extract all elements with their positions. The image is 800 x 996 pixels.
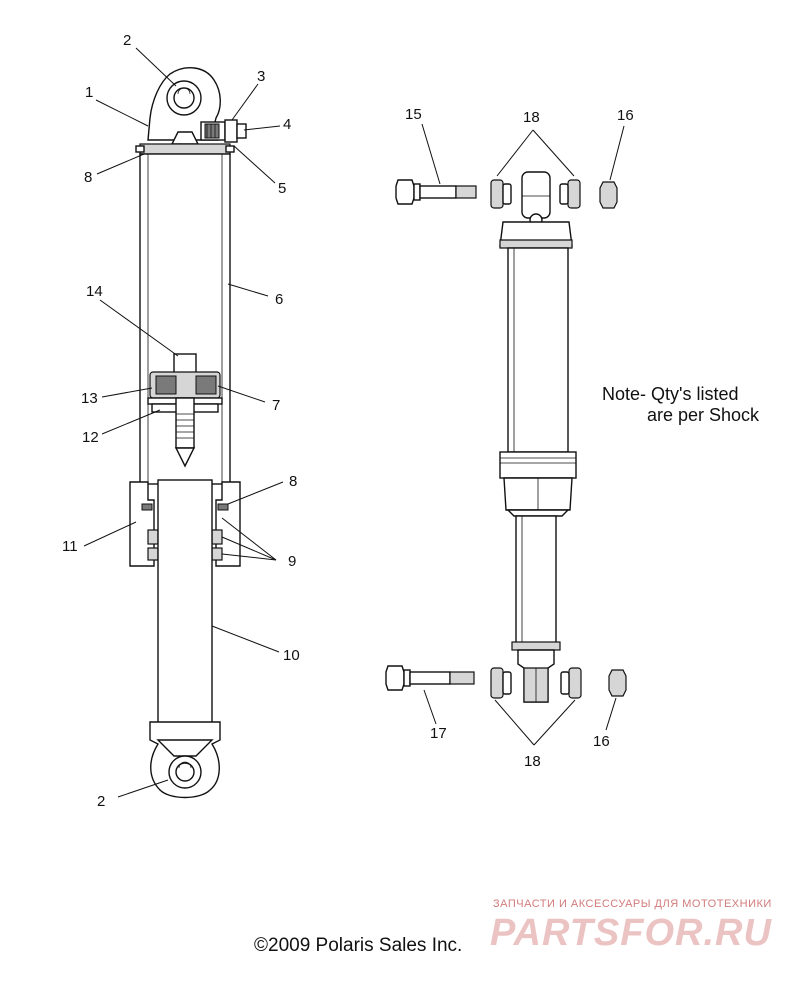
callout-15: 15 <box>405 106 422 123</box>
bumper <box>511 641 561 651</box>
bushing-upper-right <box>567 179 581 209</box>
callout-8-top: 8 <box>84 169 92 186</box>
callout-16-bottom: 16 <box>593 733 610 750</box>
external-shock <box>385 171 627 703</box>
shock-top-eye <box>499 171 573 249</box>
shock-body <box>507 247 569 453</box>
upper-bolt <box>395 179 477 205</box>
top-eye-mount <box>147 67 247 145</box>
callout-17: 17 <box>430 725 447 742</box>
note-line-1: Note- Qty's listed <box>602 384 738 404</box>
lower-collar <box>129 481 241 567</box>
callout-11: 11 <box>62 538 78 555</box>
watermark-tagline: ЗАПЧАСТИ И АКСЕССУАРЫ ДЛЯ МОТОТЕХНИКИ <box>493 898 772 910</box>
callout-2-bottom: 2 <box>97 793 105 810</box>
top-seal-plate <box>139 143 231 155</box>
callout-16-top: 16 <box>617 107 634 124</box>
lower-bolt <box>385 665 475 691</box>
shaft <box>157 479 213 727</box>
shock-bottom-eye <box>517 649 555 703</box>
bushing-lower-right <box>568 667 582 699</box>
callout-8-mid: 8 <box>289 473 297 490</box>
callout-4: 4 <box>283 116 291 133</box>
leader-lines <box>83 47 625 798</box>
callout-5: 5 <box>278 180 286 197</box>
watermark-logo: PARTSFOR.RU <box>490 912 772 954</box>
cutaway-shock <box>129 67 247 799</box>
note-line-2: are per Shock <box>647 405 760 425</box>
callout-9: 9 <box>288 553 296 570</box>
bushing-upper-left <box>490 179 504 209</box>
callout-1: 1 <box>85 84 93 101</box>
callout-labels: 1 2 2 3 4 5 6 7 8 8 9 10 11 12 13 14 15 … <box>62 32 634 810</box>
bushing-lower-left <box>490 667 504 699</box>
callout-2-top: 2 <box>123 32 131 49</box>
bottom-eye-mount <box>149 721 221 799</box>
callout-14: 14 <box>86 283 103 300</box>
piston-assembly <box>147 353 223 468</box>
shock-shaft <box>515 515 557 645</box>
callout-18-bottom: 18 <box>524 753 541 770</box>
lower-nut <box>608 669 627 697</box>
callout-12: 12 <box>82 429 99 446</box>
callout-3: 3 <box>257 68 265 85</box>
callout-6: 6 <box>275 291 283 308</box>
upper-nut <box>599 181 618 209</box>
callout-10: 10 <box>283 647 300 664</box>
shock-collar <box>499 451 577 517</box>
callout-7: 7 <box>272 397 280 414</box>
copyright-notice: ©2009 Polaris Sales Inc. <box>254 935 462 956</box>
callout-18-top: 18 <box>523 109 540 126</box>
callout-13: 13 <box>81 390 98 407</box>
